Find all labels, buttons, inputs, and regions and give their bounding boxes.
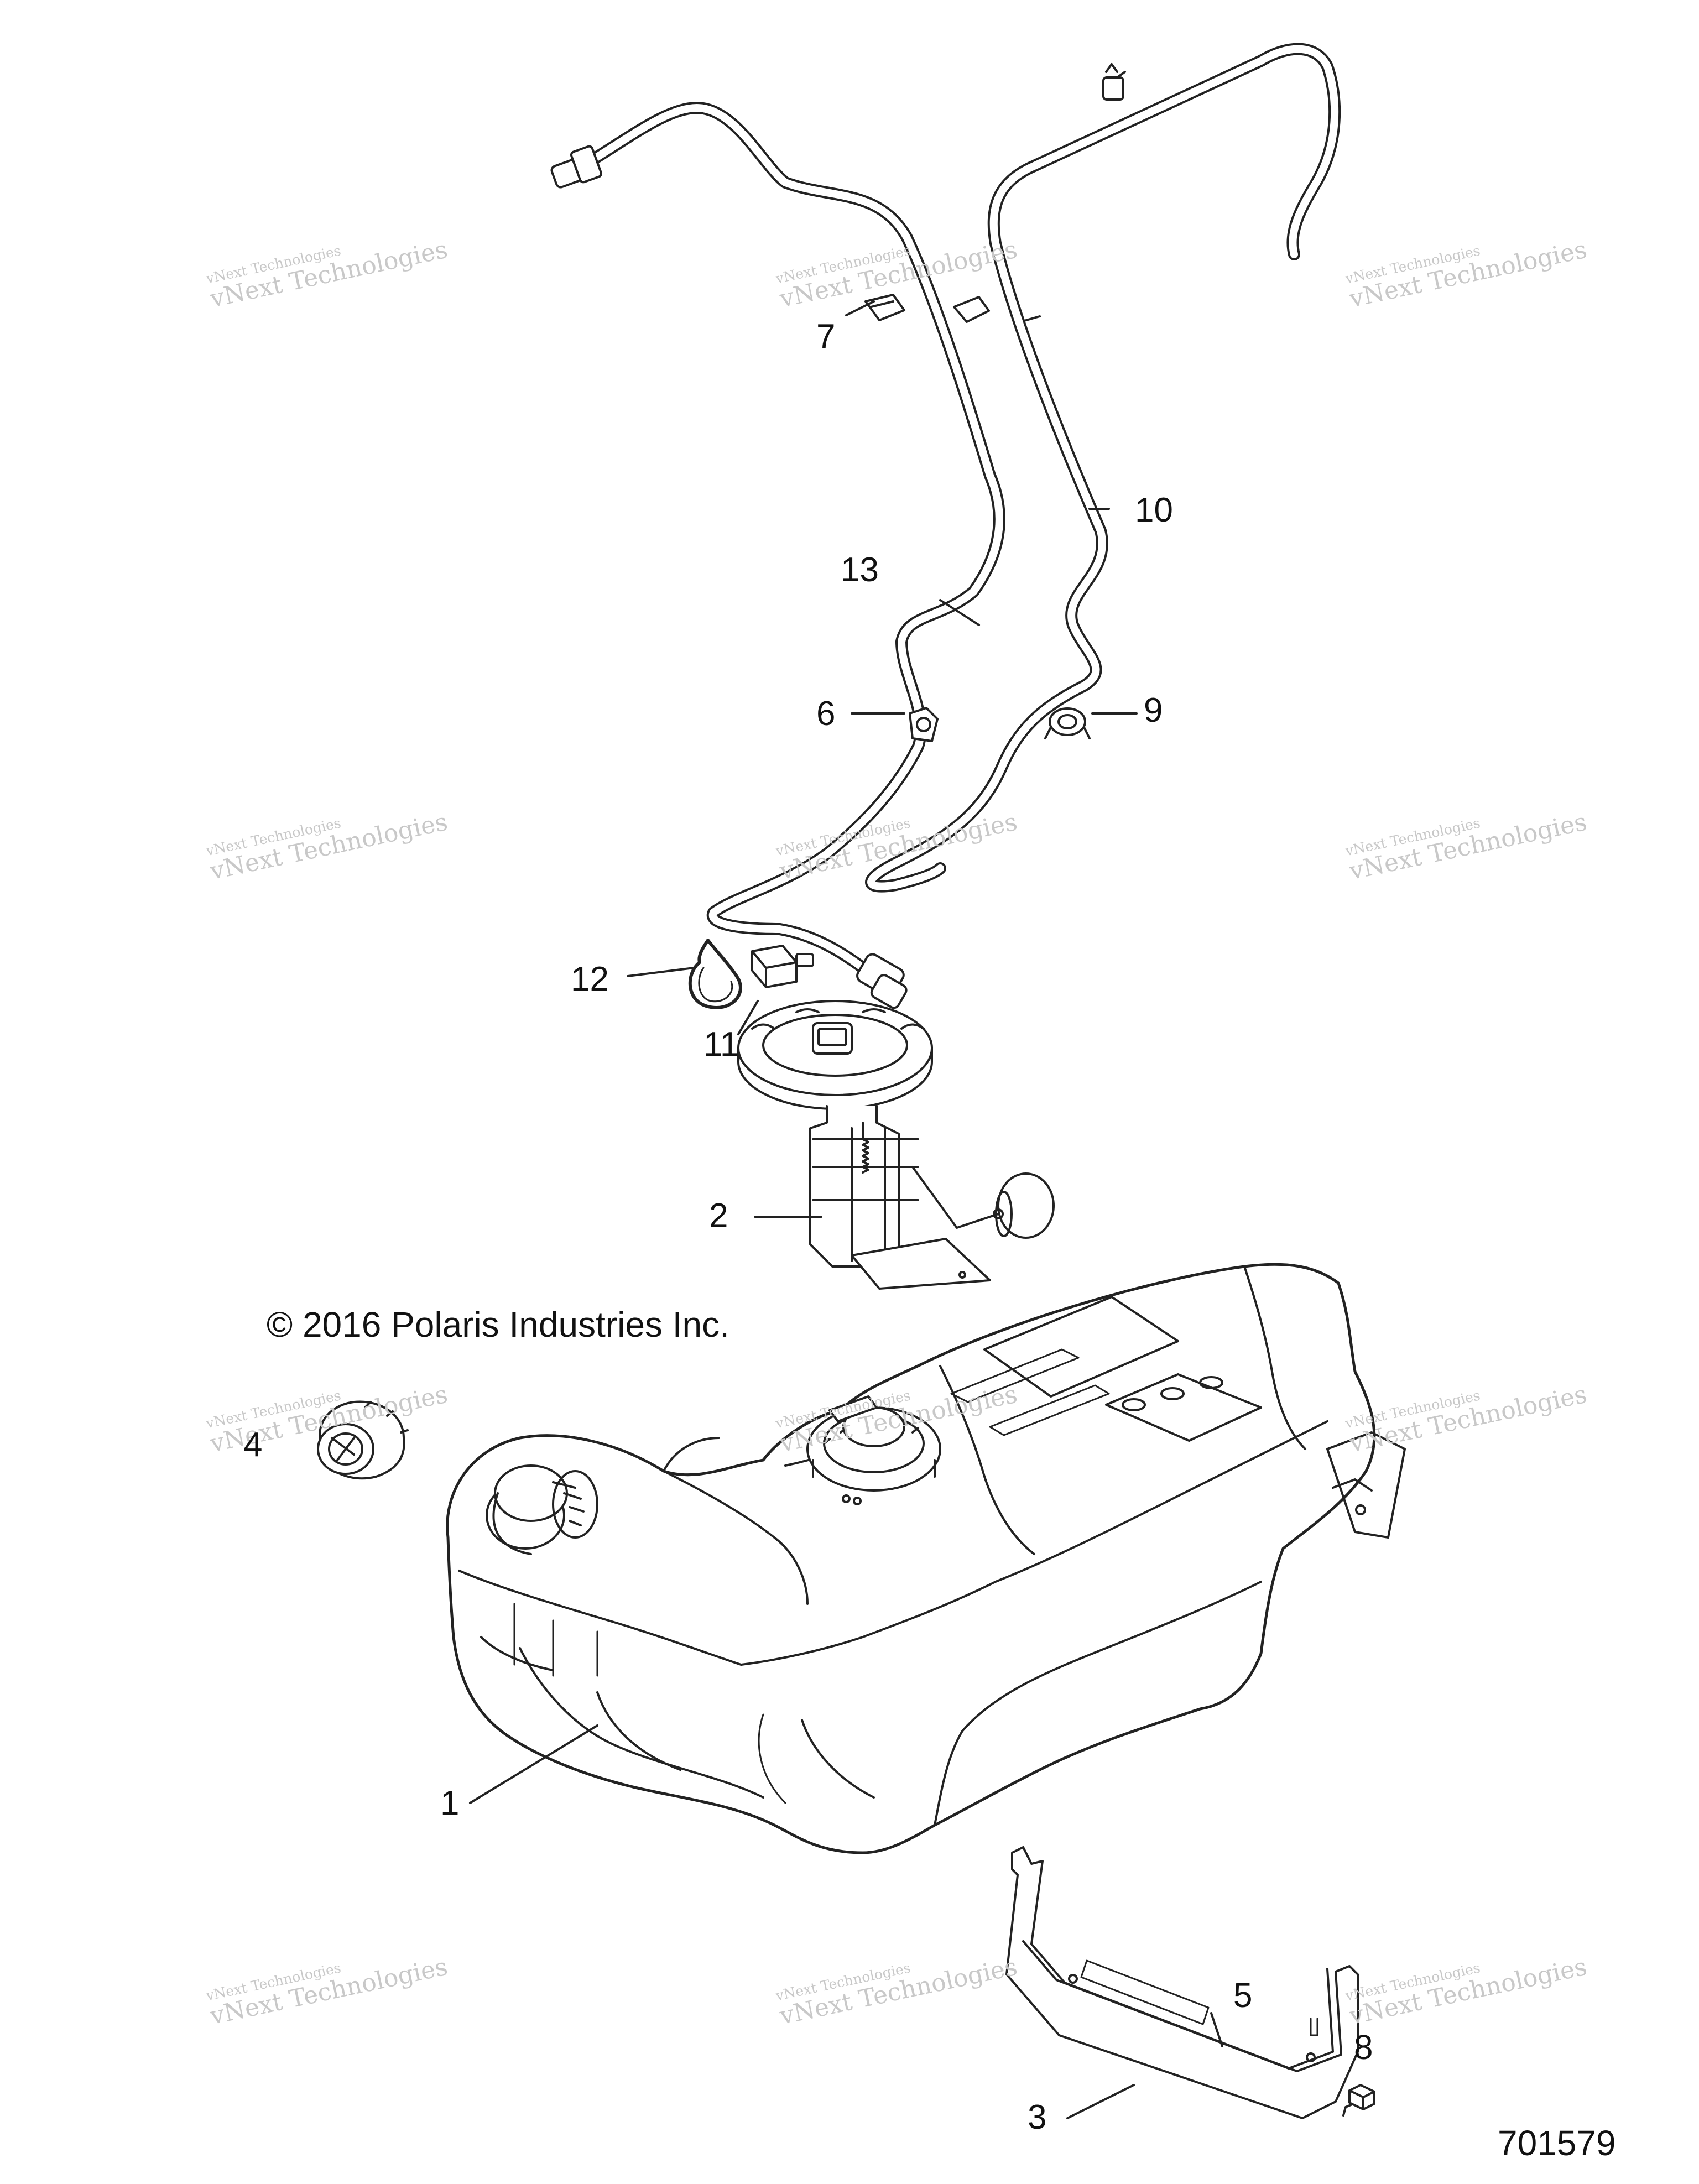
callout-1: 1 (440, 1784, 460, 1822)
vent-hose-13 (550, 102, 1005, 1009)
fuel-tank-1 (446, 1263, 1406, 1854)
bolt-8 (1342, 2084, 1375, 2117)
callout-3: 3 (1028, 2098, 1047, 2136)
callout-11: 11 (703, 1025, 739, 1064)
callout-6: 6 (816, 695, 836, 733)
callout-8: 8 (1354, 2029, 1373, 2067)
figure-number: 701579 (1498, 2123, 1616, 2163)
fuel-cap-4 (317, 1400, 409, 1480)
copyright-notice: © 2016 Polaris Industries Inc. (267, 1305, 729, 1344)
vent-hose-10 (865, 43, 1341, 893)
hose-clip-6 (909, 707, 939, 742)
tank-strap-3 (1005, 1846, 1359, 2119)
callout-13: 13 (841, 551, 879, 589)
callout-7: 7 (816, 317, 836, 356)
hose-clip-7 (864, 294, 905, 321)
callout-2: 2 (709, 1197, 728, 1235)
callout-5: 5 (1233, 1977, 1253, 2015)
hose-clip-top (1102, 63, 1126, 101)
hose-clip-upper-right (953, 296, 990, 323)
connector-11 (751, 945, 814, 988)
callout-10: 10 (1135, 491, 1173, 529)
callout-9: 9 (1144, 691, 1163, 729)
callout-12: 12 (571, 960, 609, 998)
hose-clamp-12 (688, 939, 742, 1009)
hose-clip-9 (1044, 707, 1091, 739)
callout-4: 4 (243, 1426, 263, 1464)
leader-lines (469, 300, 1223, 2119)
fuel-pump-module-2 (737, 1000, 1055, 1290)
